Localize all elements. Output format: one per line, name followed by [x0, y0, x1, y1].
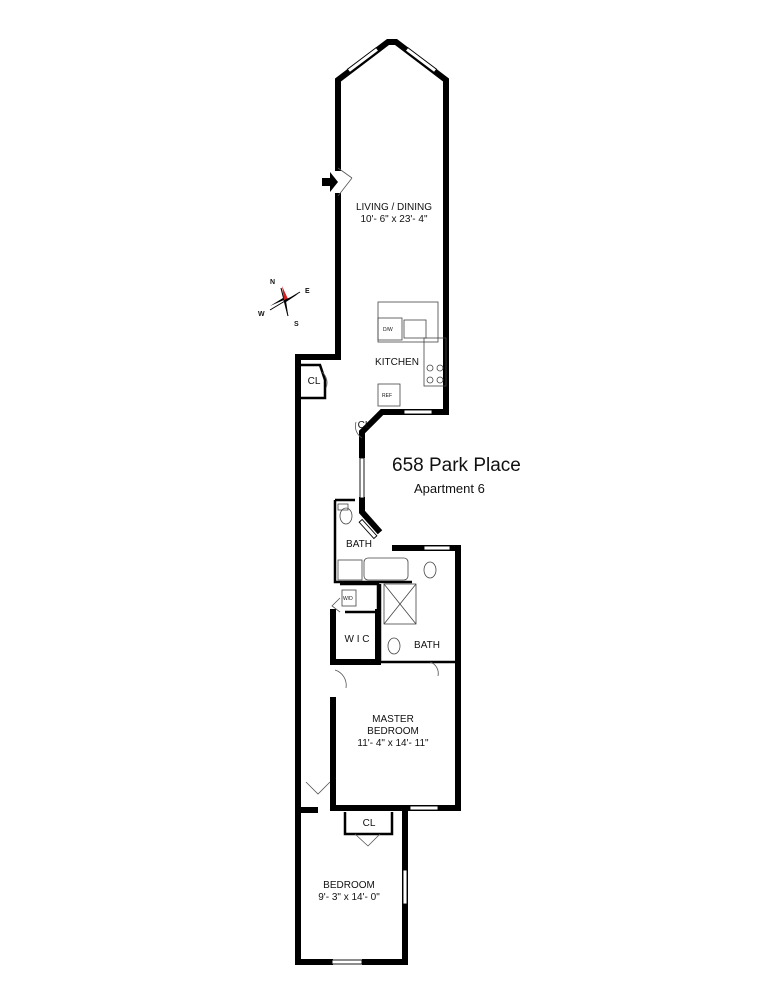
dishwasher-label: D/W: [383, 327, 393, 333]
window-bedroom-bottom: [331, 959, 363, 965]
bath-2-name: BATH: [414, 640, 440, 651]
window-bath: [423, 545, 451, 551]
window-corridor-diag: [358, 518, 378, 540]
doors: [305, 167, 439, 847]
closet-name-3: CL: [363, 818, 376, 829]
room-labels: LIVING / DINING 10'- 6" x 23'- 4" KITCHE…: [308, 202, 440, 903]
master-bedroom-name: MASTER: [372, 714, 414, 725]
interior-walls: [295, 363, 458, 836]
wic-name: W I C: [345, 634, 370, 645]
washer-dryer-label: W/D: [343, 596, 353, 602]
kitchen-name: KITCHEN: [375, 357, 419, 368]
window-bay-right: [404, 46, 438, 74]
window-bay-left: [346, 46, 380, 74]
fridge-label: REF: [382, 393, 392, 399]
compass-e: E: [305, 288, 310, 295]
window-bedroom-side: [402, 869, 408, 905]
bedroom-name: BEDROOM: [323, 880, 375, 891]
windows: [331, 46, 451, 965]
window-kitchen: [403, 409, 433, 415]
bath-1-name: BATH: [346, 539, 372, 550]
living-room-dims: 10'- 6" x 23'- 4": [360, 214, 428, 225]
compass-s: S: [294, 321, 299, 328]
closet-name-2: CL: [358, 420, 371, 431]
master-bedroom-dims: 11'- 4" x 14'- 11": [357, 738, 429, 749]
compass-n: N: [270, 279, 275, 286]
bath-fixtures: W/D: [337, 503, 437, 655]
address-title: 658 Park Place: [392, 455, 521, 476]
bedroom-dims: 9'- 3" x 14'- 0": [318, 892, 380, 903]
apartment-subtitle: Apartment 6: [414, 481, 485, 496]
closet-name-1: CL: [308, 376, 321, 387]
compass-icon: N E S W: [258, 279, 310, 328]
living-room-name: LIVING / DINING: [356, 202, 432, 213]
window-master: [409, 805, 439, 811]
window-corridor: [359, 457, 365, 499]
entry-arrow-icon: [322, 172, 338, 192]
kitchen-fixtures: D/W REF: [377, 301, 447, 407]
compass-w: W: [258, 311, 265, 318]
master-bedroom-name-2: BEDROOM: [367, 726, 419, 737]
